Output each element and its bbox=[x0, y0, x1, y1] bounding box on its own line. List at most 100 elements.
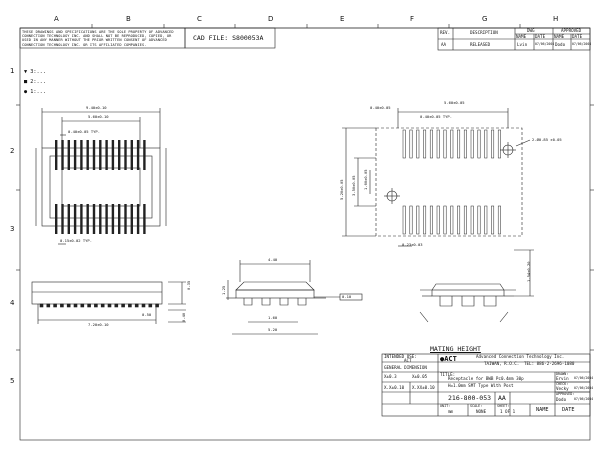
dim-pcb-pad: 0.23±0.03 bbox=[402, 242, 423, 247]
pcb-pad-lower bbox=[463, 205, 467, 235]
pin-upper bbox=[124, 140, 127, 170]
side-view-bump bbox=[80, 303, 85, 308]
pin-lower bbox=[130, 204, 133, 234]
col-label-e: E bbox=[340, 15, 345, 23]
approved-header: APPROVED bbox=[561, 28, 582, 33]
scale-label: SCALE: bbox=[470, 404, 483, 408]
pcb-pad-lower bbox=[436, 205, 440, 235]
rev-header: REV. bbox=[440, 30, 451, 35]
pcb-pad-lower bbox=[477, 205, 481, 235]
row-label-5: 5 bbox=[10, 377, 15, 385]
pcb-pad-upper bbox=[429, 129, 433, 159]
pin-upper bbox=[136, 140, 140, 170]
tolerance-4: X.XX±0.10 bbox=[412, 385, 435, 390]
pcb-pad-upper bbox=[409, 129, 413, 159]
dim-side: 0.40 bbox=[181, 312, 186, 322]
dim-pcb-total-w: 5.20±0.05 bbox=[339, 179, 344, 200]
dim-end-height: 1.25 bbox=[221, 285, 226, 295]
date-label: DATE bbox=[562, 407, 575, 413]
unit-label: UNIT: bbox=[440, 404, 451, 408]
pin-upper bbox=[92, 140, 96, 170]
title-label: TITLE: bbox=[440, 372, 456, 377]
pcb-pad-upper bbox=[457, 129, 461, 159]
description-header: DESCRIPTION bbox=[470, 30, 498, 35]
side-view-bump bbox=[134, 303, 139, 308]
col-label-b: B bbox=[126, 15, 131, 23]
appr-name-value: Dodo bbox=[555, 42, 566, 47]
title-line-1: Receptacle for BWB Pc0.4mm 30p bbox=[448, 376, 524, 381]
side-view-bump bbox=[107, 303, 112, 308]
dim-notch: 0.50 bbox=[142, 312, 152, 317]
dim-end-bottom: 5.20 bbox=[268, 327, 278, 332]
cad-file-label: CAD FILE: S800053A bbox=[193, 34, 264, 42]
revision-table bbox=[437, 27, 591, 51]
dim-pcb-pitch-b: 0.40±0.05 TYP. bbox=[420, 114, 453, 119]
pin-lower bbox=[73, 204, 77, 234]
pcb-pad-lower bbox=[443, 205, 447, 235]
dim-pcb-inner-w: 3.50±0.05 bbox=[351, 175, 356, 196]
pin-lower bbox=[143, 204, 146, 234]
pcb-pad-lower bbox=[497, 205, 501, 235]
tolerance-1: X±0.3 bbox=[384, 374, 397, 379]
pcb-pad-upper bbox=[491, 129, 495, 159]
pin-lower bbox=[99, 204, 102, 234]
proprietary-notice: THESE DRAWINGS AND SPECIFICATIONS ARE TH… bbox=[22, 30, 174, 47]
mating-height-label: MATING HEIGHT bbox=[430, 345, 481, 353]
check-label: CHECK: bbox=[556, 382, 569, 386]
side-view-bump bbox=[73, 303, 78, 308]
pcb-pad-lower bbox=[429, 205, 433, 235]
pin-lower bbox=[136, 204, 140, 234]
side-view-bump bbox=[100, 303, 105, 308]
pin-upper bbox=[130, 140, 133, 170]
pcb-pad-upper bbox=[477, 129, 481, 159]
pin-upper bbox=[99, 140, 102, 170]
tolerance-2: X±0.05 bbox=[412, 374, 428, 379]
appr-name-header: NAME bbox=[554, 34, 565, 39]
company-location: TAIWAN, R.O.C. bbox=[484, 361, 520, 366]
description-value: RELEASED bbox=[470, 42, 491, 47]
dwg-header: DWG bbox=[527, 28, 535, 33]
side-view-bump bbox=[60, 303, 64, 308]
sheet-label: SHEET: bbox=[497, 404, 510, 408]
pcb-pad-lower bbox=[450, 205, 454, 235]
pcb-layout bbox=[342, 108, 531, 247]
side-view-bump bbox=[87, 303, 91, 308]
pcb-pad-upper bbox=[484, 129, 488, 159]
pcb-pad-upper bbox=[423, 129, 427, 159]
side-view-bump bbox=[128, 303, 132, 308]
appr-date-header: DATE bbox=[572, 34, 583, 39]
pcb-pad-upper bbox=[450, 129, 454, 159]
appr-date-value: 07/06/2004 bbox=[572, 42, 592, 46]
pin-upper bbox=[111, 140, 115, 170]
dwg-date-value: 07/06/2004 bbox=[535, 42, 555, 46]
col-label-d: D bbox=[268, 15, 274, 23]
pcb-pad-lower bbox=[409, 205, 413, 235]
col-label-a: A bbox=[54, 15, 59, 23]
drawn-date: 07/06/2004 bbox=[574, 376, 594, 380]
profile-view bbox=[419, 249, 534, 323]
pin-upper bbox=[73, 140, 77, 170]
pin-lower bbox=[86, 204, 89, 234]
drawn-name: Ervin bbox=[556, 376, 569, 381]
side-view-bump bbox=[155, 303, 159, 308]
pin-upper bbox=[55, 140, 58, 170]
pcb-pad-lower bbox=[484, 205, 488, 235]
side-view-bumps bbox=[39, 303, 159, 308]
side-view-bump bbox=[53, 303, 57, 308]
company-tel: TEL: 886-2-2696-1080 bbox=[524, 361, 575, 366]
row-ticks bbox=[16, 104, 594, 351]
side-view-bump bbox=[121, 303, 125, 308]
dim-pcb-row-gap: 1.60±0.05 bbox=[363, 169, 368, 190]
pin-lower bbox=[118, 204, 121, 234]
dim-inner: 5.60±0.10 bbox=[88, 114, 109, 119]
name-label: NAME bbox=[536, 407, 549, 413]
dim-end-flat: 0.10 bbox=[342, 294, 352, 299]
title-line-2: H=1.0mm SMT Type With Post bbox=[448, 383, 514, 388]
side-view-bump bbox=[39, 303, 44, 308]
row-label-3: 3 bbox=[10, 225, 15, 233]
pcb-pad-lower bbox=[402, 205, 406, 235]
row-label-1: 1 bbox=[10, 67, 15, 75]
pcb-pad-upper bbox=[497, 129, 501, 159]
dim-pin-width: 0.15±0.02 TYP. bbox=[60, 238, 93, 243]
